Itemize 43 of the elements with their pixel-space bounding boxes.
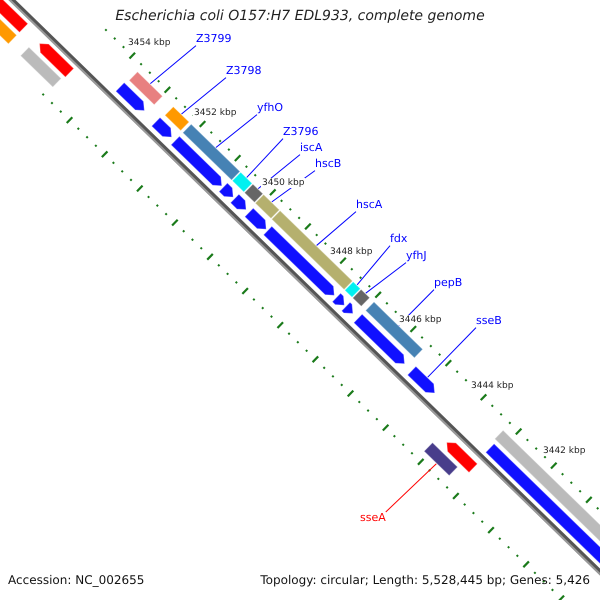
gene-label: yfhO — [257, 102, 284, 115]
genome-stats: Topology: circular; Length: 5,528,445 bp; Genes: 5,426 — [260, 574, 590, 588]
gene-bar — [352, 288, 370, 307]
scale-label: 3444 kbp — [470, 381, 514, 392]
scale-label: 3450 kbp — [261, 178, 306, 188]
leader-line — [385, 463, 437, 512]
gene-label: Z3798 — [226, 65, 262, 78]
gene-label: hscB — [315, 158, 342, 171]
gene-bar — [182, 123, 241, 181]
leader-line — [427, 327, 476, 378]
gene-label: iscA — [300, 142, 322, 155]
scale-label: 3452 kbp — [193, 108, 238, 118]
leader-line — [316, 211, 356, 246]
gene-label: Z3796 — [283, 126, 319, 139]
scale-label: 3448 kbp — [329, 247, 374, 258]
gene-bar — [232, 172, 253, 193]
gene-label: pepB — [434, 277, 462, 290]
gene-bar — [271, 210, 354, 290]
leader-line — [181, 77, 226, 114]
gene-bar — [364, 301, 424, 359]
leader-line — [246, 138, 284, 178]
leader-line — [365, 262, 406, 294]
gene-bar — [164, 106, 190, 132]
leader-line — [356, 245, 390, 286]
gene-bar — [254, 194, 280, 220]
leader-line — [150, 45, 196, 84]
accession-text: Accession: NC_002655 — [8, 574, 144, 588]
gene-label: yfhJ — [406, 250, 427, 263]
gene-block — [406, 366, 436, 394]
scale-label: 3454 kbp — [127, 38, 172, 48]
scale-label: 3442 kbp — [542, 446, 586, 456]
gene-label: fdx — [390, 233, 408, 246]
gene-label: sseA — [360, 512, 386, 525]
gene-label: sseB — [476, 315, 502, 328]
gene-label: Z3799 — [196, 33, 232, 46]
gene-bar — [244, 183, 264, 204]
gene-bar — [344, 281, 362, 298]
title: Escherichia coli O157:H7 EDL933, complete genome — [114, 8, 486, 24]
gene-label: hscA — [356, 199, 382, 212]
scale-label: 3446 kbp — [398, 315, 442, 326]
leader-line — [215, 114, 258, 148]
gene-bar — [128, 71, 164, 106]
gene-bar — [423, 442, 458, 476]
